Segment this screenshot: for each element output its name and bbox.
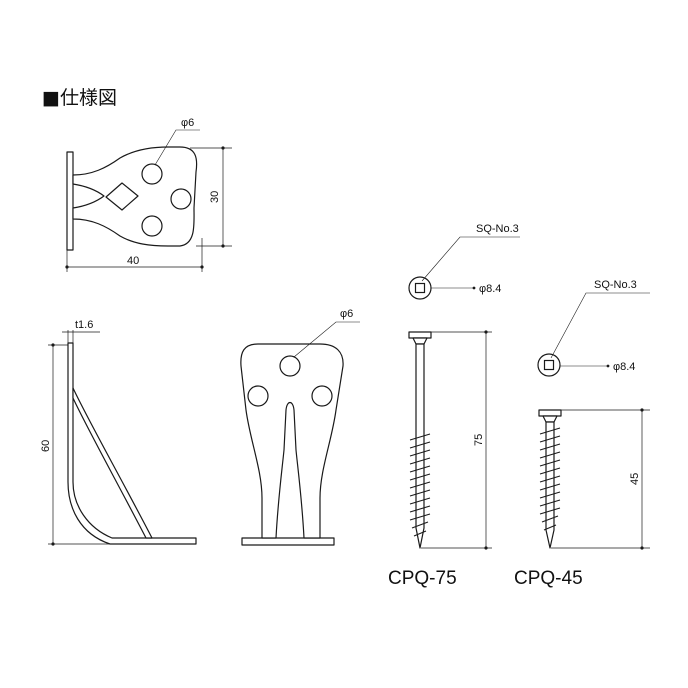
screw-75-head-label: φ8.4 bbox=[479, 283, 501, 295]
top-height-label: 30 bbox=[209, 191, 221, 203]
screw-45-drive-leader bbox=[550, 292, 650, 359]
thickness-label: t1.6 bbox=[75, 319, 93, 331]
side-height-tick bbox=[51, 343, 55, 347]
screw-75-head-tick bbox=[472, 286, 476, 290]
front-hole-leader bbox=[293, 321, 360, 358]
screw-cpq-75: SQ-No.3 φ8.4 75 CPQ-75 bbox=[388, 223, 520, 589]
screw-75-shank bbox=[415, 343, 425, 549]
top-view-hole-lower bbox=[141, 215, 163, 237]
top-view-hole-right bbox=[170, 188, 192, 210]
bracket-top-view: φ6 30 40 bbox=[65, 117, 232, 272]
screw-45-len-tick bbox=[640, 546, 644, 550]
side-view-gusset bbox=[72, 387, 153, 539]
screw-45-square-drive bbox=[543, 359, 555, 371]
top-hole-label: φ6 bbox=[181, 117, 194, 129]
screw-45-head-label: φ8.4 bbox=[613, 361, 635, 373]
bracket-side-view: t1.6 60 bbox=[40, 319, 197, 546]
side-height-label: 60 bbox=[40, 440, 52, 452]
front-view-hole-top bbox=[279, 355, 301, 377]
screw-75-head bbox=[408, 331, 432, 339]
screw-45-drive-label: SQ-No.3 bbox=[594, 279, 637, 291]
top-hole-leader bbox=[154, 129, 200, 166]
screw-45-thread bbox=[539, 427, 561, 531]
screw-75-thread bbox=[409, 433, 431, 537]
spec-heading: ■仕様図 bbox=[42, 87, 117, 109]
top-height-tick bbox=[221, 146, 225, 150]
screw-75-neck bbox=[412, 337, 428, 345]
screw-45-head bbox=[538, 409, 562, 417]
screw-45-head-tick bbox=[606, 364, 610, 368]
top-view-hole-upper bbox=[141, 163, 163, 185]
model-cpq-75: CPQ-75 bbox=[388, 568, 457, 589]
screw-cpq-45: SQ-No.3 φ8.4 45 CPQ-45 bbox=[514, 279, 650, 589]
front-view-hole-left bbox=[247, 385, 269, 407]
top-height-tick bbox=[221, 244, 225, 248]
screw-75-len-tick bbox=[484, 546, 488, 550]
front-view-hole-right bbox=[311, 385, 333, 407]
screw-75-drive-leader bbox=[421, 236, 520, 282]
front-hole-label: φ6 bbox=[340, 308, 353, 320]
top-width-tick bbox=[65, 265, 69, 269]
screw-45-len-label: 45 bbox=[629, 473, 641, 485]
screw-75-len-tick bbox=[484, 330, 488, 334]
screw-75-len-label: 75 bbox=[473, 434, 485, 446]
top-view-bracket-outline bbox=[72, 146, 198, 247]
top-view-base-plate bbox=[66, 151, 74, 251]
model-cpq-45: CPQ-45 bbox=[514, 568, 583, 589]
top-width-tick bbox=[200, 265, 204, 269]
screw-45-neck bbox=[542, 415, 558, 423]
screw-75-square-drive bbox=[414, 282, 426, 294]
screw-75-drive-label: SQ-No.3 bbox=[476, 223, 519, 235]
side-view-l-profile bbox=[67, 342, 197, 545]
screw-45-len-tick bbox=[640, 408, 644, 412]
side-height-tick bbox=[51, 542, 55, 546]
bracket-front-view: φ6 bbox=[240, 308, 360, 546]
top-width-label: 40 bbox=[127, 255, 139, 267]
front-view-base-plate bbox=[241, 537, 335, 546]
